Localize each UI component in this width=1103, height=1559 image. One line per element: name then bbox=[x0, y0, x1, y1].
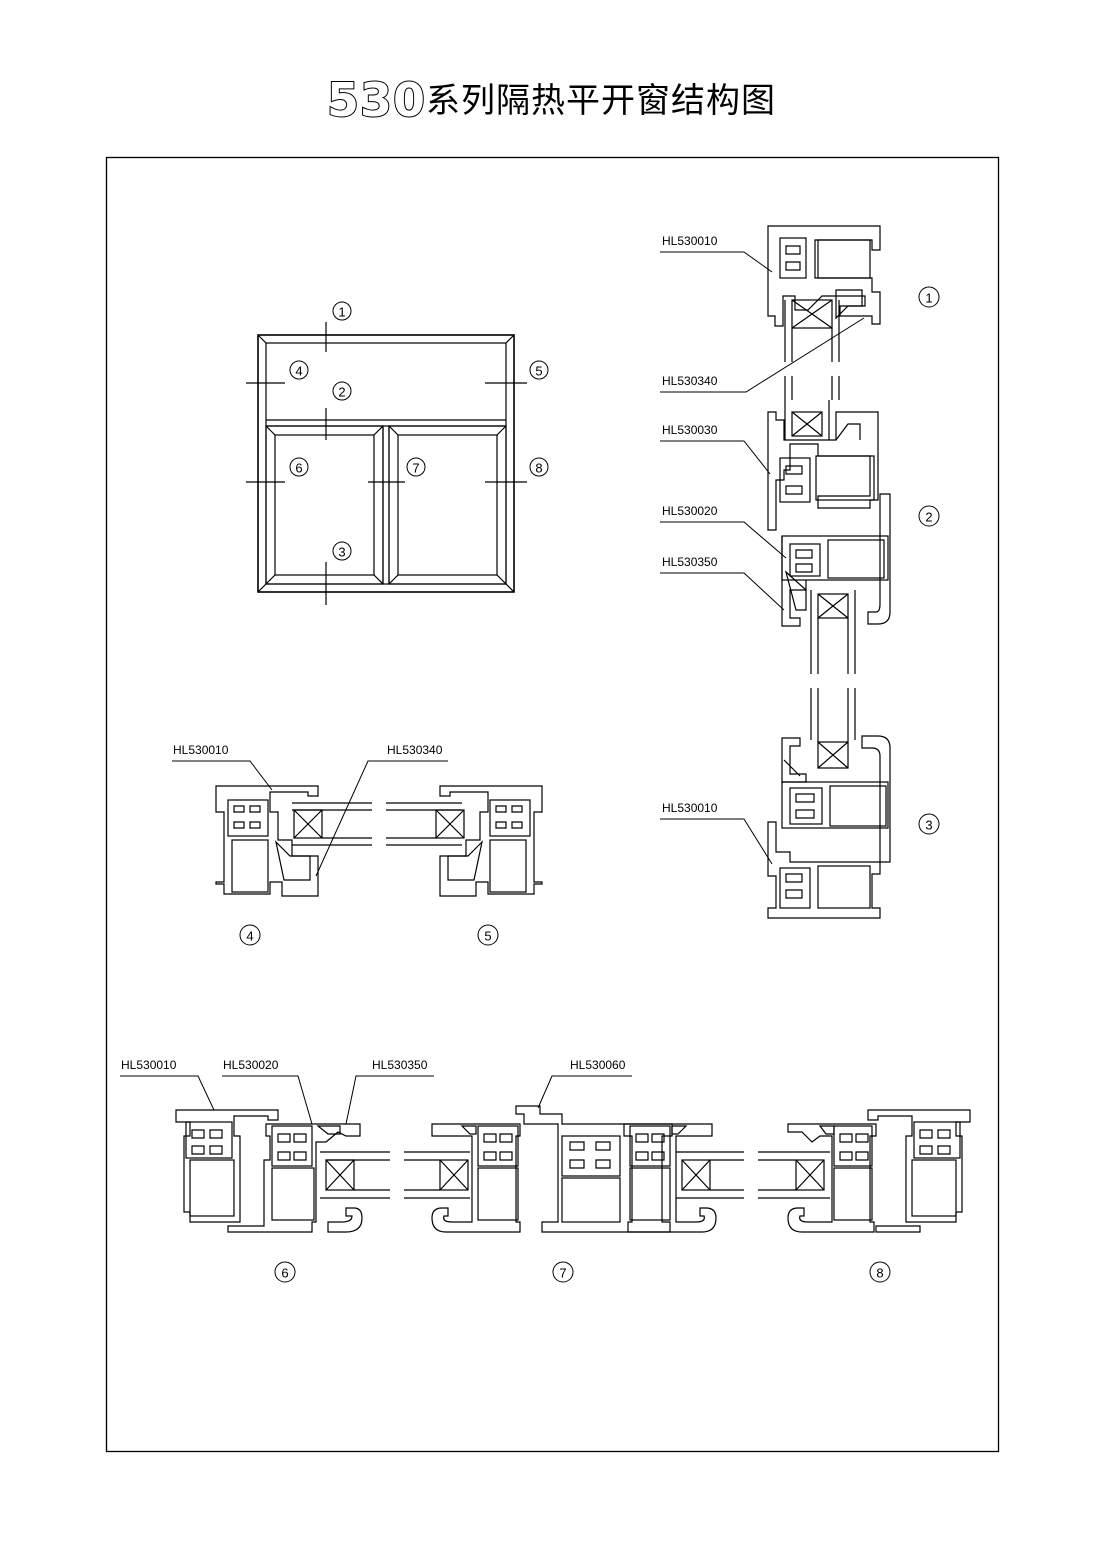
series-number: 530 bbox=[326, 72, 427, 128]
vertical-section-drawing bbox=[767, 225, 891, 919]
elev-num-4: 4 bbox=[295, 364, 302, 379]
label-vertical-mullion: HL530030 bbox=[662, 423, 718, 437]
detail-num-2: 2 bbox=[925, 510, 932, 525]
elev-num-2: 2 bbox=[338, 385, 345, 400]
section-circles bbox=[239, 286, 940, 1283]
detail-num-8: 8 bbox=[876, 1266, 883, 1281]
label-mid-left-frame: HL530010 bbox=[173, 743, 229, 757]
horizontal-section-drawing bbox=[175, 1105, 971, 1233]
page-title: 530系列隔热平开窗结构图 bbox=[0, 72, 1103, 129]
elev-num-3: 3 bbox=[338, 545, 345, 560]
detail-num-1: 1 bbox=[925, 291, 932, 306]
window-elevation bbox=[246, 322, 527, 605]
elev-num-6: 6 bbox=[295, 461, 302, 476]
label-vertical-bottom-frame: HL530010 bbox=[662, 801, 718, 815]
label-bottom-mullion: HL530060 bbox=[570, 1058, 626, 1072]
label-bottom-frame: HL530010 bbox=[121, 1058, 177, 1072]
detail-num-5: 5 bbox=[484, 929, 491, 944]
elev-num-7: 7 bbox=[412, 461, 419, 476]
label-bottom-sash: HL530020 bbox=[223, 1058, 279, 1072]
label-vertical-top-bead: HL530340 bbox=[662, 374, 718, 388]
label-bottom-bead: HL530350 bbox=[372, 1058, 428, 1072]
label-vertical-top-frame: HL530010 bbox=[662, 234, 718, 248]
detail-num-4: 4 bbox=[246, 929, 253, 944]
label-vertical-sash-bead: HL530350 bbox=[662, 555, 718, 569]
elev-num-1: 1 bbox=[338, 305, 345, 320]
title-text: 系列隔热平开窗结构图 bbox=[426, 81, 777, 121]
side-section-drawing bbox=[215, 785, 543, 897]
detail-num-3: 3 bbox=[925, 818, 932, 833]
leader-lines bbox=[120, 251, 865, 1125]
label-vertical-sash: HL530020 bbox=[662, 504, 718, 518]
elev-num-5: 5 bbox=[535, 364, 542, 379]
drawing-border bbox=[105, 156, 1000, 1453]
detail-num-7: 7 bbox=[559, 1266, 566, 1281]
detail-num-6: 6 bbox=[281, 1266, 288, 1281]
elev-num-8: 8 bbox=[535, 461, 542, 476]
label-mid-bead: HL530340 bbox=[387, 743, 443, 757]
